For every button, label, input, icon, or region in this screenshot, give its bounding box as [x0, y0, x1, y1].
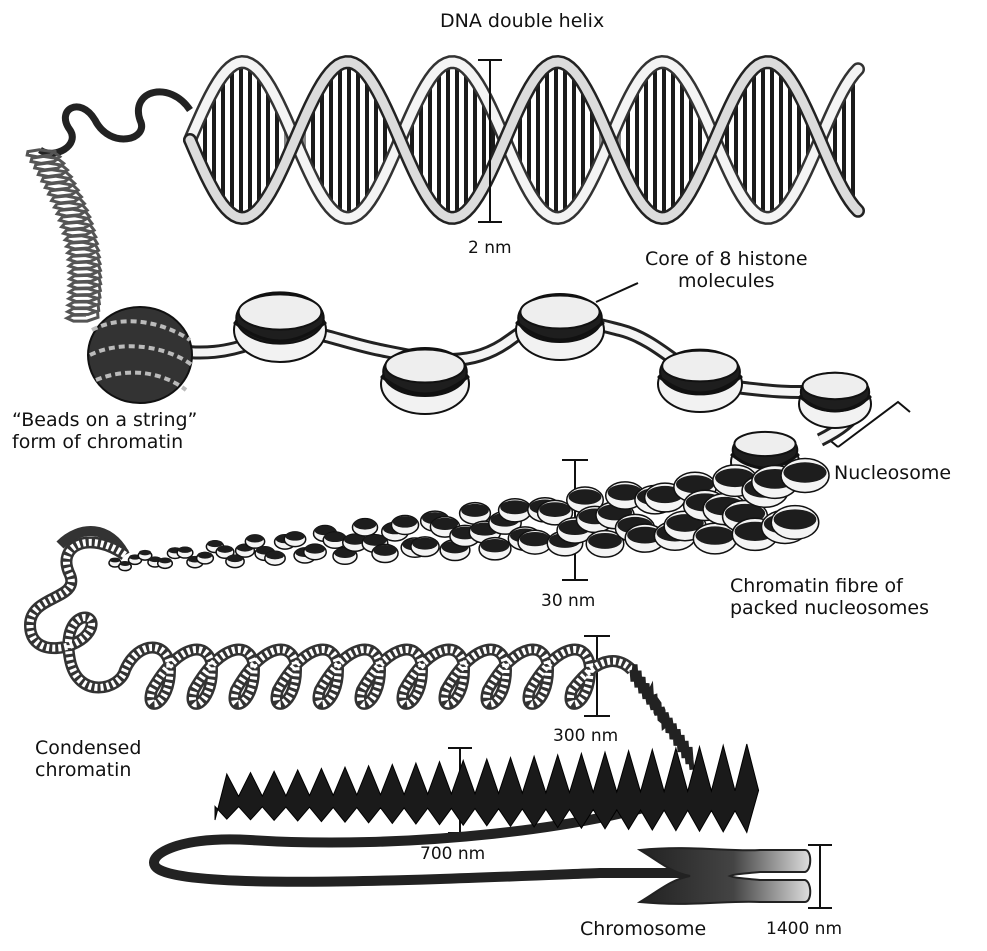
beads-on-string — [88, 292, 871, 484]
nucleosome-bead — [658, 350, 742, 412]
nucleosome-bead — [799, 373, 871, 428]
coiled-nucleosome-large — [88, 307, 192, 403]
nucleosome-bead — [381, 348, 469, 414]
histone-pointer — [596, 283, 638, 302]
nucleosome-bead — [234, 292, 326, 362]
dna-coil-descending — [27, 150, 101, 321]
label-dna-helix: DNA double helix — [440, 10, 604, 32]
label-chromatin-fibre: Chromatin fibre of packed nucleosomes — [730, 575, 929, 619]
label-condensed-width: 300 nm — [553, 725, 618, 747]
label-nucleosome: Nucleosome — [834, 462, 951, 484]
label-beads-on-string: “Beads on a string” form of chromatin — [12, 409, 197, 453]
label-dna-width: 2 nm — [468, 237, 512, 259]
label-fibre-width: 30 nm — [541, 590, 595, 612]
label-chromosome-width: 1400 nm — [766, 918, 842, 940]
label-supercoil-width: 700 nm — [420, 843, 485, 865]
chromatin-fibre — [60, 459, 829, 571]
dna-double-helix — [40, 62, 858, 218]
label-condensed-chromatin: Condensed chromatin — [35, 737, 141, 781]
label-histone-core: Core of 8 histone molecules — [645, 248, 808, 292]
nucleosome-bead — [516, 294, 604, 360]
label-chromosome: Chromosome — [580, 918, 706, 940]
dim-1400nm — [808, 845, 832, 908]
helix-end-loops — [40, 92, 190, 153]
